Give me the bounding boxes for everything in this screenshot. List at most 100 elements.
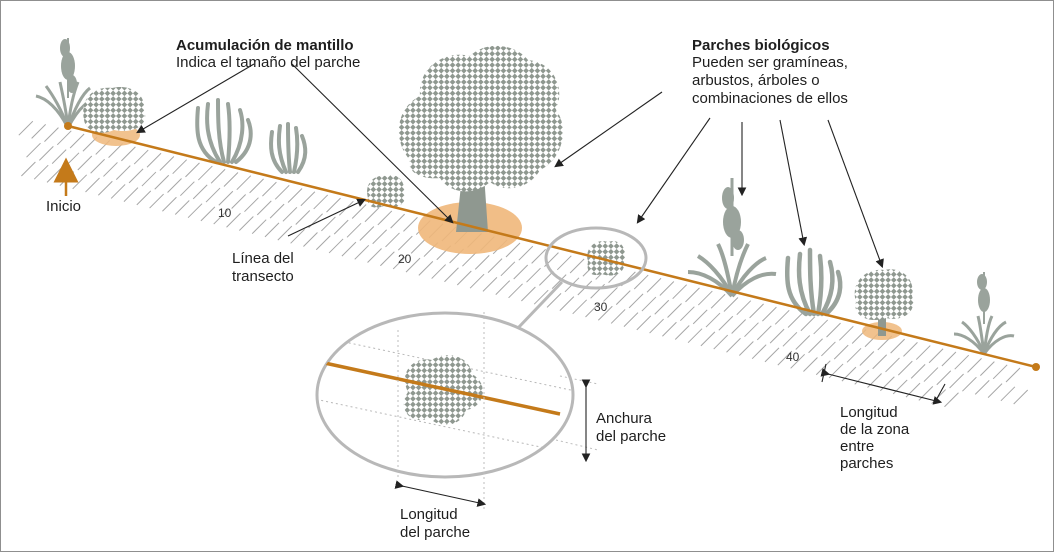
distance-mark-10: 10	[218, 206, 232, 220]
hatch-mark	[264, 222, 280, 238]
hatch-mark	[692, 309, 708, 325]
hatch-mark	[859, 351, 875, 366]
mulch-subtitle: Indica el tamaño del parche	[176, 54, 361, 71]
hatch-mark	[697, 290, 713, 306]
hatch-mark	[364, 207, 380, 223]
grass-clump-icon	[269, 122, 308, 174]
transect-label-line2: transecto	[232, 268, 294, 285]
hatch-mark	[110, 184, 126, 199]
hatch-mark	[162, 196, 177, 212]
patch-length-label-line2: del parche	[400, 524, 471, 541]
hatch-mark	[710, 293, 726, 309]
hatch-mark	[431, 264, 447, 279]
hatch-mark	[815, 360, 831, 376]
hatch-mark	[813, 319, 829, 335]
hatch-mark	[18, 120, 34, 136]
hatch-mark	[508, 283, 523, 299]
hatch-mark	[154, 174, 170, 190]
hatch-mark	[615, 290, 631, 305]
hatch-mark	[251, 219, 267, 235]
patch-width-label-line2: del parche	[596, 428, 667, 445]
hatch-mark	[636, 315, 652, 331]
hatch-mark	[800, 316, 816, 332]
hatch-mark	[713, 334, 729, 350]
hatch-mark	[405, 257, 421, 273]
start-label: Inicio	[46, 198, 82, 215]
hatch-mark	[838, 325, 854, 341]
hatch-mark	[672, 284, 688, 300]
hatch-mark	[159, 156, 175, 171]
tree-icon	[398, 45, 563, 232]
hatch-mark	[64, 152, 80, 168]
hatch-mark	[641, 296, 657, 312]
grass-clump-icon	[195, 98, 253, 164]
hatch-mark	[33, 164, 49, 180]
hatch-mark	[687, 328, 703, 344]
grass-clump-icon	[784, 247, 843, 317]
hatch-mark	[762, 306, 777, 322]
hatch-mark	[277, 225, 293, 241]
hatch-mark	[685, 287, 700, 303]
hatch-mark	[141, 171, 157, 187]
hatch-mark	[213, 209, 229, 225]
hatch-mark	[31, 124, 46, 139]
hatch-mark	[341, 241, 357, 257]
shrub-icon	[83, 86, 146, 133]
hatch-mark	[936, 370, 952, 386]
hatch-mark	[1005, 367, 1021, 383]
hatch-mark	[667, 303, 682, 318]
hatch-mark	[628, 293, 644, 309]
distance-mark-20: 20	[398, 252, 412, 266]
hatch-mark	[803, 357, 818, 372]
hatch-mark	[274, 184, 290, 200]
hatch-mark	[538, 271, 554, 286]
transect-end-point	[1032, 363, 1040, 371]
hatch-mark	[623, 312, 639, 327]
hatch-mark	[974, 380, 990, 395]
plants	[35, 38, 1015, 355]
hatch-mark	[885, 357, 900, 373]
hatch-mark	[756, 325, 772, 341]
hatch-mark	[941, 351, 957, 367]
hatch-mark	[833, 344, 849, 360]
hatch-mark	[51, 149, 67, 164]
hatch-mark	[646, 277, 662, 293]
hatch-mark	[736, 300, 752, 316]
hatch-mark	[367, 248, 382, 263]
hatch-mark	[128, 168, 144, 184]
hatch-mark	[244, 197, 259, 213]
transect-label-line1: Línea del	[232, 250, 294, 267]
hatch-mark	[705, 312, 721, 328]
hatch-mark	[187, 203, 203, 219]
hatch-mark	[249, 178, 264, 194]
hatch-mark	[333, 219, 349, 235]
gap-label-line3: entre	[840, 438, 875, 455]
hatch-mark	[72, 174, 88, 190]
hatch-mark	[85, 177, 100, 193]
hatch-mark	[949, 373, 964, 389]
hatch-mark	[403, 217, 418, 232]
hatch-mark	[551, 274, 567, 289]
hatch-mark	[226, 212, 241, 228]
hatch-mark	[787, 313, 803, 328]
hatch-mark	[115, 165, 131, 180]
hatch-mark	[108, 143, 123, 158]
hatch-mark	[526, 267, 541, 283]
hatch-mark	[200, 206, 216, 222]
hatch-mark	[487, 258, 503, 273]
patches-subtitle-line1: Pueden ser gramíneas,	[692, 54, 848, 71]
hatch-mark	[97, 180, 113, 196]
hatch-mark	[569, 258, 585, 274]
hatch-mark	[351, 204, 367, 219]
patches-subtitle-line2: arbustos, árboles o	[692, 72, 820, 89]
hatch-mark	[910, 364, 926, 379]
yucca-plant-icon	[687, 178, 777, 298]
hatch-mark	[136, 190, 152, 206]
hatch-mark	[282, 206, 298, 222]
hatch-mark	[390, 213, 405, 229]
patch-length-label-line1: Longitud	[400, 506, 458, 523]
hatch-mark	[731, 319, 747, 334]
hatch-mark	[808, 338, 823, 354]
hatch-mark	[474, 255, 490, 270]
hatch-mark	[354, 244, 370, 260]
